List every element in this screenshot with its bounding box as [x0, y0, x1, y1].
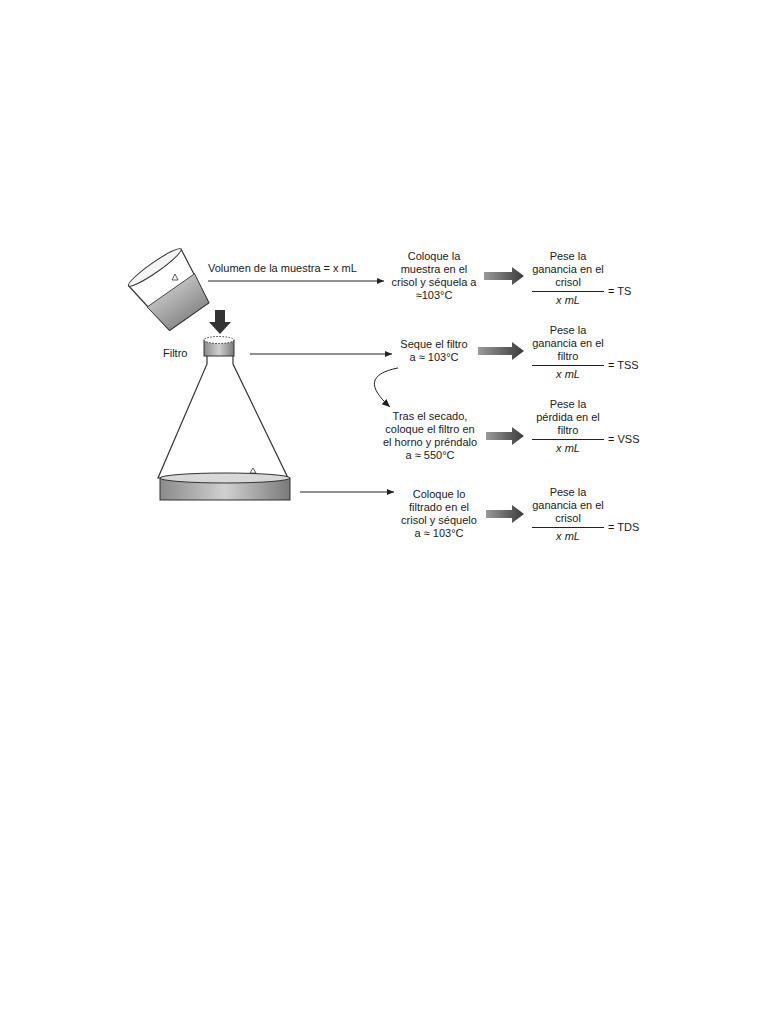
result-formula: Pese la pérdida en el filtrox mL = VSS — [532, 398, 642, 455]
step-text: Coloque la muestra en el crisol y séquel… — [390, 250, 478, 302]
leader-lines — [208, 281, 394, 492]
level-mark — [172, 274, 178, 280]
block-arrow — [486, 427, 524, 445]
fraction-denominator: x mL — [532, 440, 604, 455]
result-symbol: = TSS — [608, 359, 639, 372]
fraction-numerator: Pese la pérdida en el filtro — [532, 398, 604, 440]
annotation-label: Filtro — [163, 347, 187, 360]
result-symbol: = VSS — [608, 433, 640, 446]
process-step: Coloque la muestra en el crisol y séquel… — [390, 250, 478, 302]
annotation-label: Volumen de la muestra = x mL — [208, 262, 357, 275]
block-arrow — [478, 342, 524, 360]
step-text: Seque el filtro a ≈ 103°C — [396, 338, 472, 364]
block-arrow — [486, 505, 524, 523]
fraction-numerator: Pese la ganancia en el crisol — [532, 486, 604, 528]
filter-flask — [158, 356, 288, 478]
step-text: Tras el secado, coloque el filtro en el … — [380, 410, 480, 462]
result-formula: Pese la ganancia en el filtrox mL = TSS — [532, 324, 642, 381]
fraction-denominator: x mL — [532, 366, 604, 381]
process-step: Seque el filtro a ≈ 103°C — [396, 338, 472, 364]
result-formula: Pese la ganancia en el crisolx mL = TDS — [532, 486, 642, 543]
fraction-denominator: x mL — [532, 292, 604, 307]
process-step: Coloque lo filtrado en el crisol y séque… — [398, 488, 480, 540]
fraction-numerator: Pese la ganancia en el filtro — [532, 324, 604, 366]
fraction-numerator: Pese la ganancia en el crisol — [532, 250, 604, 292]
result-symbol: = TDS — [608, 521, 639, 534]
result-symbol: = TS — [608, 285, 631, 298]
result-formula: Pese la ganancia en el crisolx mL = TS — [532, 250, 642, 307]
block-arrow — [484, 267, 524, 285]
curved-arrow — [374, 368, 398, 407]
step-text: Coloque lo filtrado en el crisol y séque… — [398, 488, 480, 540]
process-step: Tras el secado, coloque el filtro en el … — [380, 410, 480, 462]
fraction-denominator: x mL — [532, 528, 604, 543]
beaker — [126, 245, 216, 335]
